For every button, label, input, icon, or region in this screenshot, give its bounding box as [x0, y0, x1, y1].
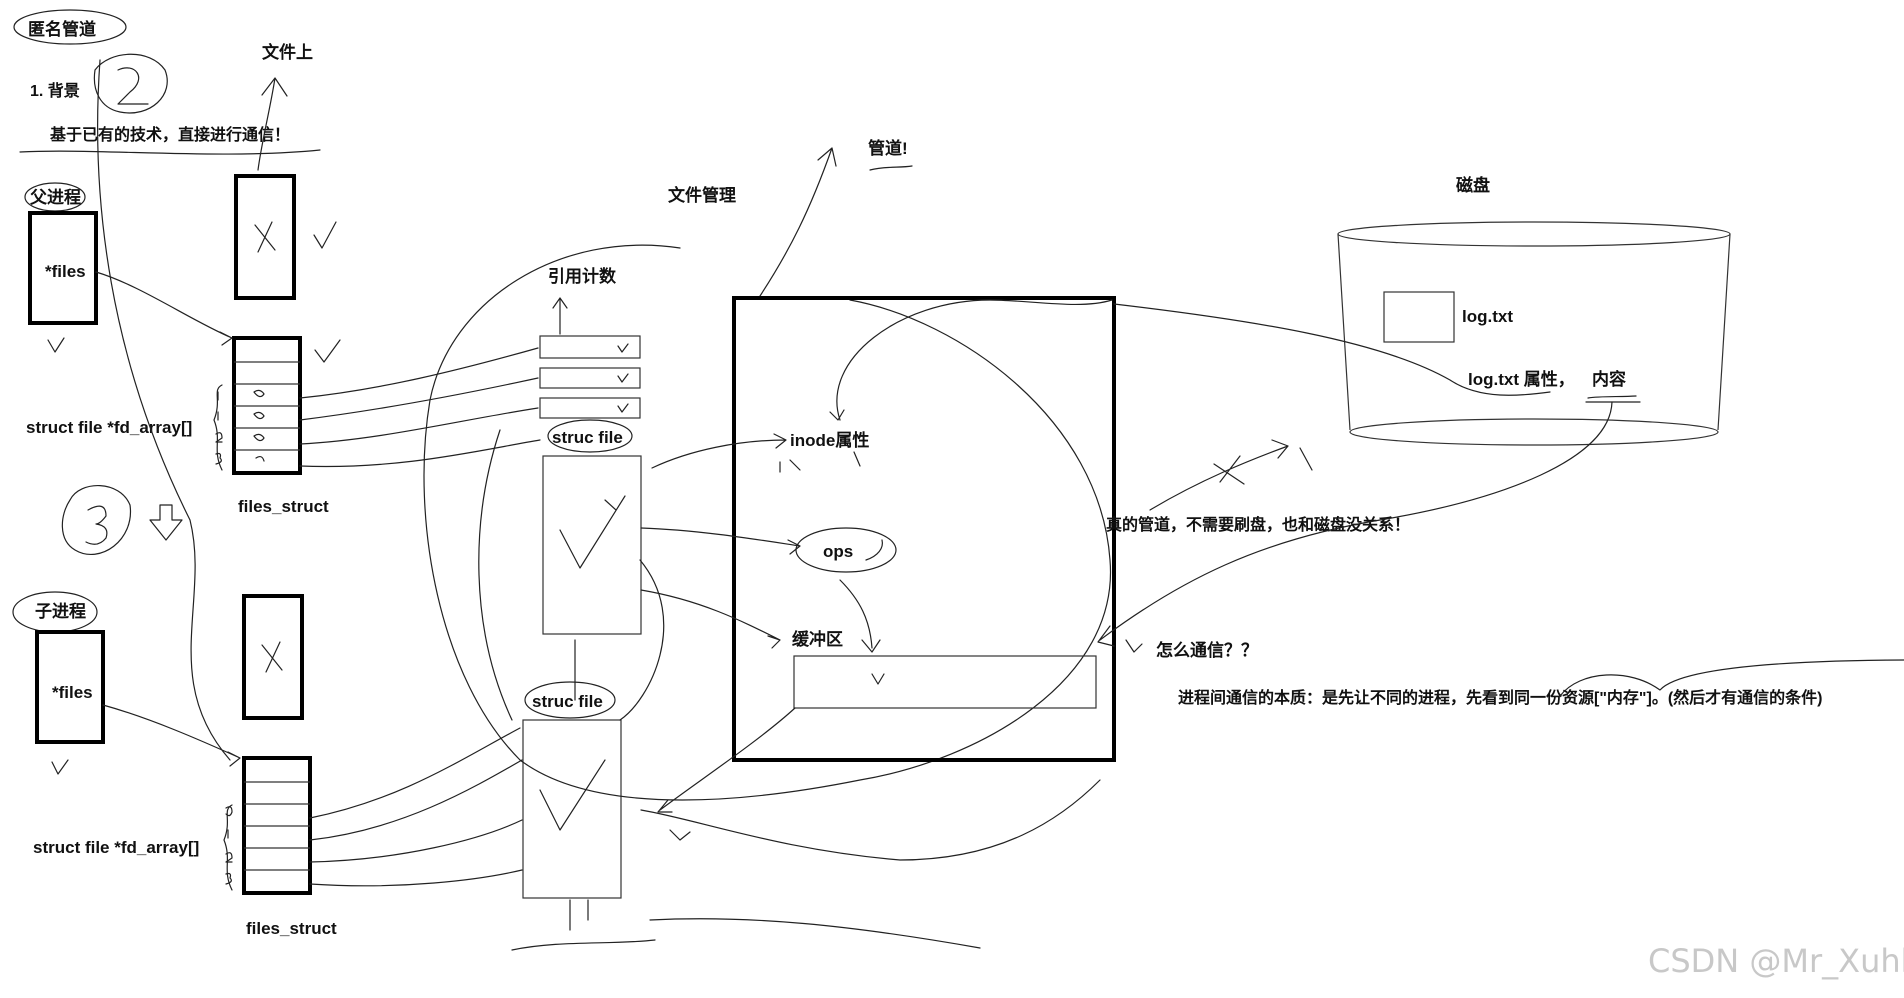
disk-body	[1337, 233, 1731, 431]
background-underline	[19, 149, 321, 155]
fd-to-file-arrows-parent	[299, 347, 541, 468]
scribble-number-2	[93, 53, 168, 114]
big-loop-curve	[423, 244, 1112, 801]
ref-count-label: 引用计数	[548, 266, 617, 286]
how-comm-label: 怎么通信？？	[1156, 640, 1258, 660]
long-curve-left	[97, 59, 231, 761]
log-content-label: 内容	[1592, 369, 1626, 389]
ref-count-box-1	[539, 335, 641, 359]
child-files-to-table-arrow	[102, 704, 241, 767]
buffer-label: 缓冲区	[792, 629, 843, 649]
how-comm-tick	[1125, 639, 1143, 653]
parent-fd-scribbles	[253, 389, 265, 462]
child-cross-icon	[261, 641, 283, 673]
parent-fd-check	[314, 339, 341, 363]
real-pipe-arrow	[1149, 439, 1313, 511]
buffer-to-file2-arrow	[657, 707, 796, 813]
ipc-essence-brackets	[1559, 659, 1904, 697]
content-to-buffer-curve	[1097, 401, 1613, 647]
log-file-icon	[1383, 291, 1455, 343]
inode-attr-label: inode属性	[790, 430, 869, 450]
on-file-arrow	[257, 77, 288, 171]
struc-file-2-label: struc file	[532, 692, 603, 711]
pipe-arrow	[759, 147, 837, 297]
bottom-scribble-curves	[511, 918, 981, 951]
child-crossed-box	[242, 594, 304, 720]
parent-files-struct-label: files_struct	[238, 497, 329, 516]
background-heading: 1. 背景	[30, 81, 80, 100]
ops-to-buffer-arrow	[839, 579, 881, 653]
ref-count-box-2	[539, 367, 641, 389]
anon-pipe-circle	[13, 9, 127, 45]
parent-fd-brace	[213, 384, 223, 471]
buffer-return-curve	[640, 779, 1101, 861]
parent-cross-icon	[254, 221, 276, 253]
real-pipe-note: 真的管道，不需要刷盘，也和磁盘没关系！	[1106, 515, 1410, 534]
ipc-essence-note: 进程间通信的本质：是先让不同的进程，先看到同一份资源["内存"]。(然后才有通信…	[1178, 688, 1823, 707]
child-task-struct-box	[35, 630, 105, 744]
struc-file-2-circle	[524, 681, 616, 719]
struc-file-2-box	[522, 719, 622, 899]
ops-label: ops	[823, 542, 853, 561]
scribble-number-3	[61, 485, 132, 555]
struc-file-1-check	[559, 495, 626, 569]
child-files-struct-label: files_struct	[246, 919, 337, 938]
struc-file-1-box	[542, 455, 642, 635]
struc-file-1-label: struc file	[552, 428, 623, 447]
child-files-pointer: *files	[52, 683, 93, 702]
parent-proc-label: 父进程	[29, 188, 81, 207]
disk-top	[1337, 221, 1731, 247]
child-proc-label: 子进程	[35, 602, 86, 621]
inode-arrow	[651, 433, 861, 473]
parent-check-mark	[47, 337, 65, 353]
parent-fd-rows	[234, 361, 300, 451]
ref-count-arrow	[552, 297, 568, 335]
child-fd-index-marks	[225, 806, 233, 885]
file-mgmt-label: 文件管理	[668, 185, 736, 205]
inode-curve-in	[829, 299, 1113, 421]
ops-tail	[865, 539, 883, 561]
child-fd-rows	[244, 781, 310, 871]
file-mgmt-box	[732, 296, 1116, 762]
struc-file-1-circle	[547, 419, 633, 453]
pipe-label: 管道!	[868, 138, 908, 158]
log-content-underline	[1585, 395, 1641, 403]
down-arrow-icon	[149, 504, 183, 541]
disk-label: 磁盘	[1456, 175, 1490, 195]
parent-files-pointer: *files	[45, 262, 86, 281]
ops-circle	[795, 527, 897, 573]
watermark: CSDN @Mr_Xuhhh	[1648, 942, 1904, 980]
inode-to-disk-curve	[1113, 303, 1551, 396]
child-fd-brace	[223, 804, 233, 891]
pipe-underline	[869, 165, 913, 171]
parent-task-struct-box	[28, 211, 98, 325]
file-to-ops-arrow	[640, 527, 801, 555]
log-attr-label: log.txt 属性，	[1468, 369, 1575, 389]
parent-crossed-box	[234, 174, 296, 300]
parent-fd-array-label: struct file *fd_array[]	[26, 418, 192, 437]
parent-cross-check	[313, 221, 337, 249]
child-check-mark	[51, 759, 69, 775]
log-txt-label: log.txt	[1462, 307, 1513, 326]
cross-file-links	[478, 429, 665, 931]
background-description: 基于已有的技术，直接进行通信！	[49, 125, 290, 144]
parent-files-to-table-arrow	[95, 271, 233, 346]
child-fd-array-label: struct file *fd_array[]	[33, 838, 199, 857]
parent-fd-index-marks	[215, 391, 223, 465]
struc-file-2-check	[539, 759, 606, 831]
disk-bottom	[1349, 418, 1719, 446]
ref-count-box-3	[539, 397, 641, 419]
ref-count-checks	[617, 343, 629, 413]
anon-pipe-title: 匿名管道	[28, 19, 96, 39]
file-to-buffer-arrow	[640, 589, 781, 649]
buffer-box	[793, 655, 1097, 709]
fd-to-file-arrows-child	[309, 727, 523, 887]
on-file-label: 文件上	[262, 42, 313, 62]
buffer-check	[871, 673, 885, 685]
